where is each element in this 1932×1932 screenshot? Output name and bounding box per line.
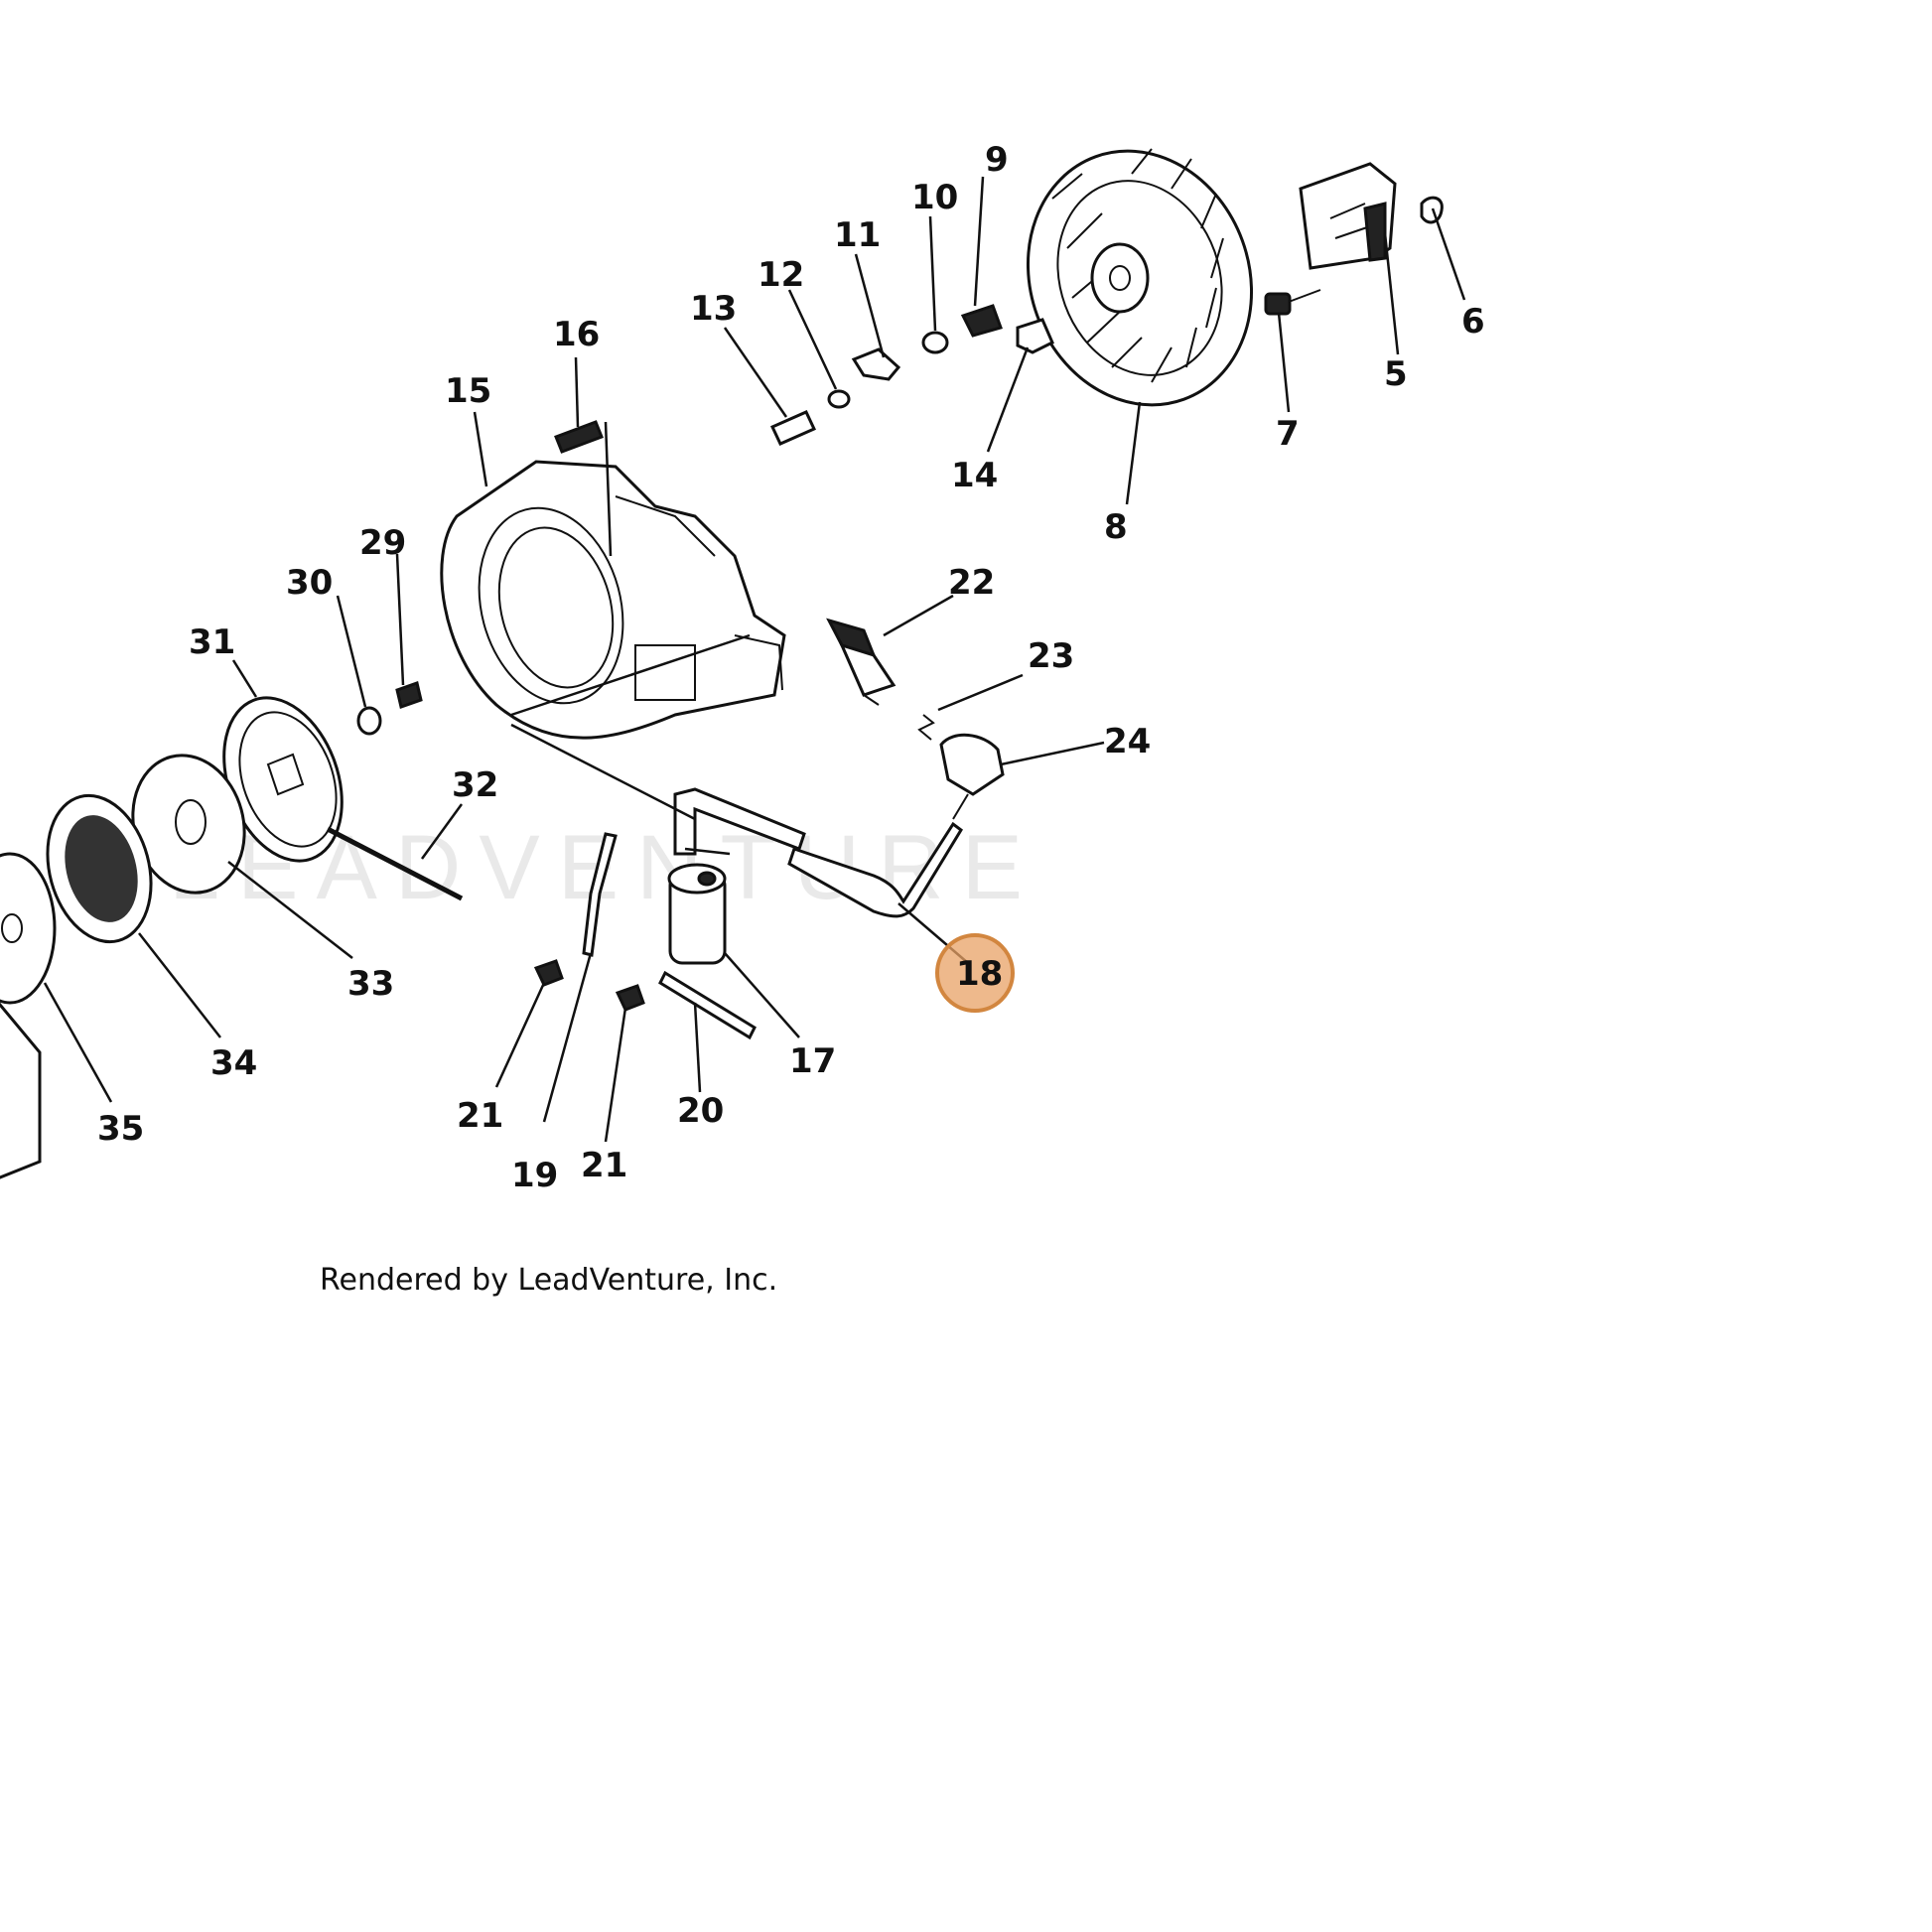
callout-13[interactable]: 13	[690, 289, 737, 329]
callout-labels: 5 6 7 8 9 10 11 12 13 14 15 16 17 18 19 …	[97, 140, 1485, 1195]
callout-23[interactable]: 23	[1028, 636, 1074, 676]
bolt-7-part	[1264, 289, 1321, 316]
callout-14[interactable]: 14	[951, 456, 998, 495]
small-hardware-parts	[769, 304, 1054, 446]
callout-5[interactable]: 5	[1384, 354, 1408, 394]
callout-34[interactable]: 34	[210, 1043, 257, 1083]
spring-23-part	[917, 714, 935, 741]
callout-32[interactable]: 32	[452, 765, 498, 805]
callout-30[interactable]: 30	[286, 563, 333, 603]
fan-housing-part	[440, 460, 786, 740]
callout-8[interactable]: 8	[1104, 507, 1128, 547]
callout-21-left[interactable]: 21	[457, 1096, 503, 1136]
lead-wire-part	[673, 787, 963, 918]
screw-21a-part	[533, 959, 564, 987]
starter-cover-part	[0, 852, 57, 1179]
stop-wire-part	[658, 970, 757, 1040]
callout-24[interactable]: 24	[1104, 722, 1151, 761]
clip-part	[1420, 196, 1444, 224]
callout-29[interactable]: 29	[359, 523, 406, 563]
spark-plug-part	[826, 618, 897, 706]
washer-30-part	[356, 706, 382, 736]
callout-16[interactable]: 16	[553, 315, 600, 354]
callout-18[interactable]: 18	[956, 954, 1003, 994]
callout-11[interactable]: 11	[834, 215, 881, 255]
callout-33[interactable]: 33	[347, 964, 394, 1004]
callout-19[interactable]: 19	[511, 1156, 558, 1195]
callout-21-right[interactable]: 21	[581, 1146, 627, 1185]
callout-15[interactable]: 15	[445, 371, 491, 411]
starter-rope-part	[326, 826, 464, 901]
highlight-circle	[935, 933, 1015, 1013]
module-plate-part	[1299, 162, 1397, 270]
callout-20[interactable]: 20	[677, 1091, 724, 1131]
recoil-spring-part	[46, 793, 153, 944]
callout-10[interactable]: 10	[911, 178, 958, 217]
callout-22[interactable]: 22	[948, 563, 995, 603]
callout-6[interactable]: 6	[1461, 302, 1485, 342]
callout-12[interactable]: 12	[758, 255, 804, 295]
callout-9[interactable]: 9	[985, 140, 1009, 180]
callout-17[interactable]: 17	[789, 1041, 836, 1081]
footer-credit: Rendered by LeadVenture, Inc.	[320, 1263, 778, 1298]
screw-29-part	[395, 681, 423, 709]
bolt-16-part	[554, 420, 604, 454]
plug-boot-part	[939, 733, 1005, 820]
callout-31[interactable]: 31	[189, 622, 235, 662]
screw-21b-part	[615, 984, 645, 1012]
callout-7[interactable]: 7	[1276, 414, 1300, 454]
flywheel-part	[1026, 148, 1254, 407]
ignition-coil-part	[667, 863, 727, 965]
callout-35[interactable]: 35	[97, 1109, 144, 1149]
ground-wire-part	[582, 832, 618, 957]
